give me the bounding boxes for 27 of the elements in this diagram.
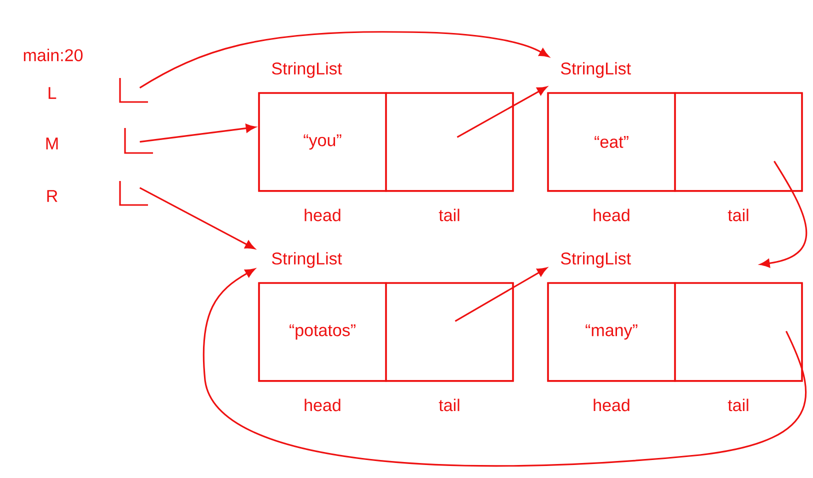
arrow	[139, 31, 550, 88]
arrow	[140, 124, 256, 143]
field-label: head	[594, 398, 630, 412]
head-cell: “many”	[547, 282, 676, 382]
variable-name: L	[48, 87, 56, 99]
arrow	[139, 187, 255, 250]
field-label: tail	[728, 208, 748, 222]
frame-label: main:20	[24, 48, 83, 62]
variable-name: R	[47, 190, 58, 202]
variable-name: M	[46, 138, 58, 150]
class-name-label: StringList	[272, 62, 342, 78]
class-name-label: StringList	[272, 252, 342, 268]
field-label: head	[304, 398, 340, 412]
field-label: tail	[438, 208, 460, 222]
field-label: head	[594, 208, 630, 222]
class-name-label: StringList	[560, 62, 631, 78]
arrow	[454, 268, 548, 322]
head-cell: “eat”	[547, 92, 676, 192]
head-cell: “you”	[258, 92, 387, 192]
arrow	[202, 268, 806, 467]
head-cell: “potatos”	[258, 282, 387, 382]
arrow	[456, 86, 547, 138]
field-label: tail	[438, 398, 460, 412]
field-label: head	[304, 208, 340, 222]
field-label: tail	[728, 398, 748, 412]
class-name-label: StringList	[560, 252, 631, 268]
arrow	[760, 160, 808, 268]
